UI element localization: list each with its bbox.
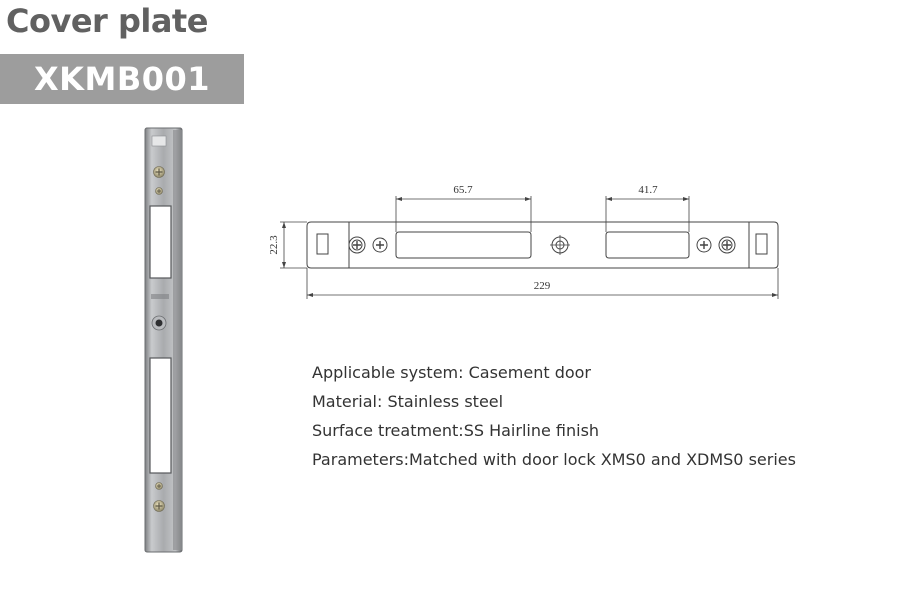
slot-right bbox=[605, 231, 690, 259]
page-title: Cover plate bbox=[6, 2, 208, 40]
dimension-slot-right: 41.7 bbox=[638, 184, 658, 196]
plate-outline bbox=[306, 221, 779, 269]
dimension-slot-left: 65.7 bbox=[453, 184, 473, 196]
spec-parameters: Parameters:Matched with door lock XMS0 a… bbox=[312, 450, 796, 469]
product-code-badge: XKMB001 bbox=[0, 54, 244, 104]
cover-plate-drawing: 65.7 41.7 22.3 229 bbox=[268, 184, 779, 299]
spec-applicable-system: Applicable system: Casement door bbox=[312, 363, 591, 382]
dimension-length: 229 bbox=[534, 280, 551, 292]
spec-list: Applicable system: Casement door Materia… bbox=[312, 358, 872, 474]
cover-plate-photo bbox=[144, 127, 183, 553]
spec-material: Material: Stainless steel bbox=[312, 392, 504, 411]
spec-surface-treatment: Surface treatment:SS Hairline finish bbox=[312, 421, 600, 440]
dimension-height: 22.3 bbox=[268, 235, 280, 255]
slot-left bbox=[395, 231, 532, 259]
